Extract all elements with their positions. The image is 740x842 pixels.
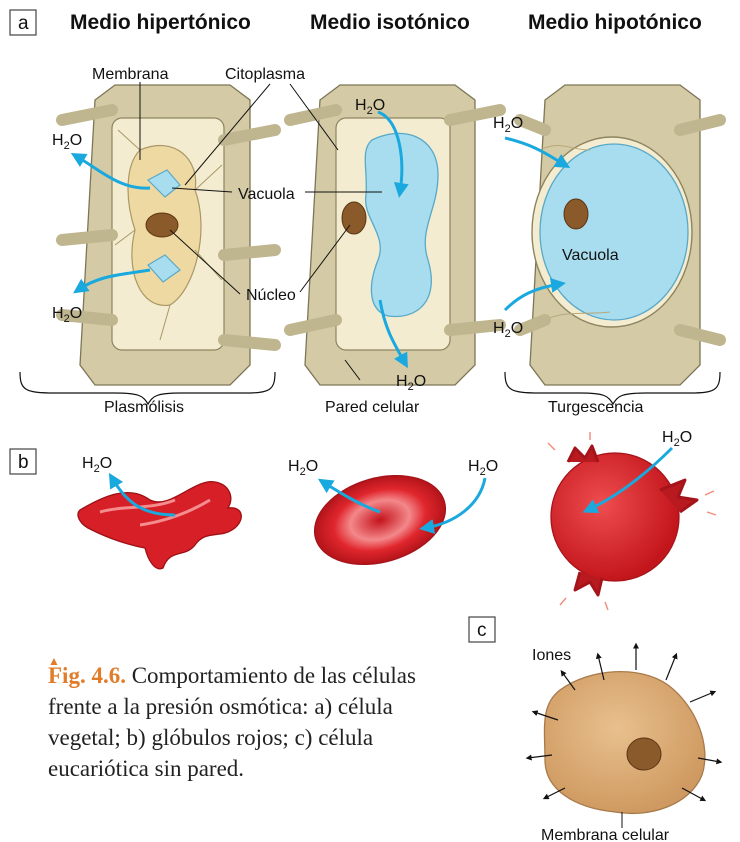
panel-c-letter: c xyxy=(477,620,487,641)
water-label-1: H2O xyxy=(52,132,82,152)
header-hypotonic: Medio hipotónico xyxy=(528,11,702,34)
caption-triangle-icon: ▲ xyxy=(48,646,60,677)
label-iones: Iones xyxy=(532,647,571,664)
label-membrana: Membrana xyxy=(92,66,169,83)
header-isotonic: Medio isotónico xyxy=(310,11,470,34)
figure-caption: ▲ Fig. 4.6. Comportamiento de las célula… xyxy=(48,660,458,784)
header-hypertonic: Medio hipertónico xyxy=(70,11,251,34)
panel-b-letter: b xyxy=(18,452,29,473)
label-pared-celular: Pared celular xyxy=(325,399,420,416)
plant-cell-hypotonic xyxy=(520,85,720,385)
water-label-6: H2O xyxy=(493,320,523,340)
plant-cell-hypertonic xyxy=(62,85,275,385)
label-turgescencia: Turgescencia xyxy=(548,399,644,416)
label-citoplasma: Citoplasma xyxy=(225,66,305,83)
panel-c: c Iones Membrana celular xyxy=(469,617,720,842)
panel-a-letter: a xyxy=(18,13,29,34)
label-plasmolisis: Plasmólisis xyxy=(104,399,184,416)
label-vacuola: Vacuola xyxy=(238,186,295,203)
rbc-normal xyxy=(304,461,456,579)
nucleus-icon-2 xyxy=(342,202,366,234)
eukaryotic-cell xyxy=(544,672,704,814)
rbc-lysing xyxy=(551,453,679,581)
water-label-b3: H2O xyxy=(468,458,498,478)
nucleus-icon-3 xyxy=(564,199,588,229)
label-membrana-celular: Membrana celular xyxy=(541,827,670,842)
water-label-5: H2O xyxy=(493,115,523,135)
water-label-b1: H2O xyxy=(82,455,112,475)
panel-b: b H2O H2O H2O H2O xyxy=(10,429,716,610)
vacuole-swollen xyxy=(540,144,688,320)
water-label-b2: H2O xyxy=(288,458,318,478)
label-vacuola-2: Vacuola xyxy=(562,247,619,264)
label-nucleo: Núcleo xyxy=(246,287,296,304)
nucleus-icon-c xyxy=(627,738,661,770)
rbc-crenated xyxy=(78,482,241,569)
panel-a: a Medio hipertónico Medio isotónico Medi… xyxy=(10,10,720,416)
water-label-b4: H2O xyxy=(662,429,692,449)
